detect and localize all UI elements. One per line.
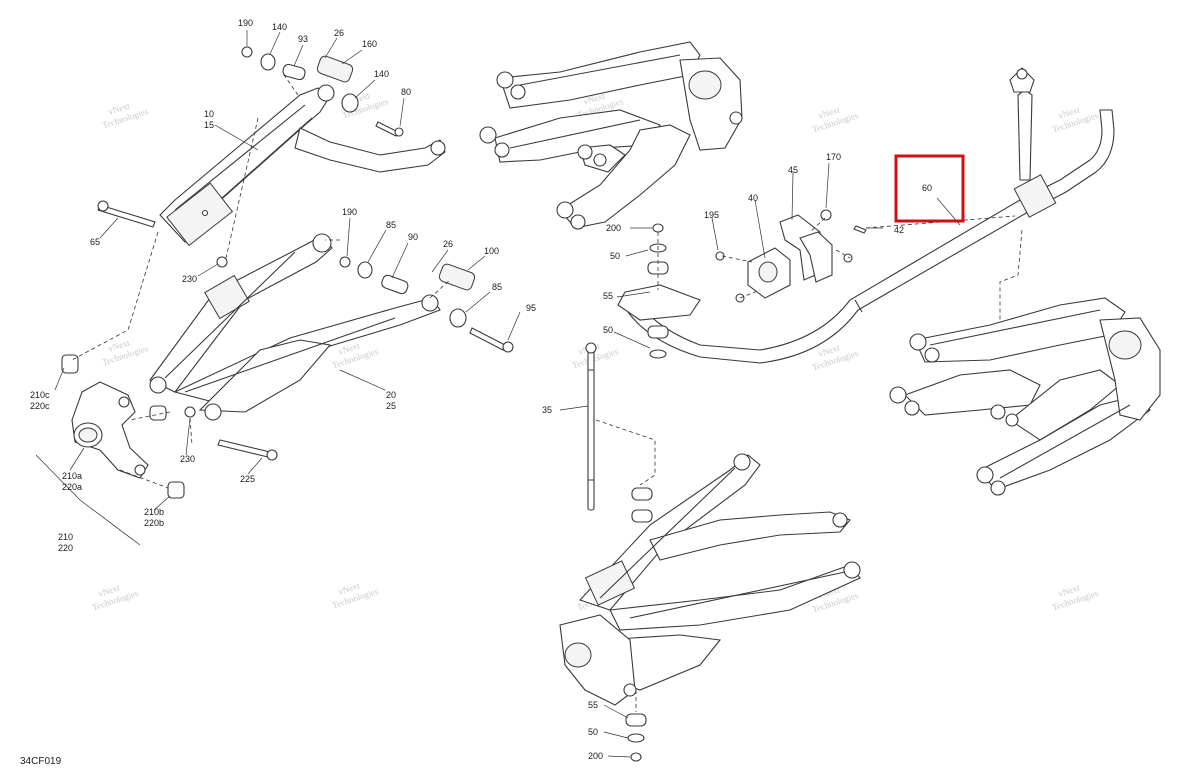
- bushing-210c[interactable]: [61, 354, 79, 374]
- callout-140: 140: [272, 22, 287, 32]
- bushing-210b[interactable]: [167, 481, 185, 499]
- lower-assembly-bottom-center[interactable]: [559, 453, 861, 706]
- callout-170: 170: [826, 152, 841, 162]
- nut-230a[interactable]: [216, 256, 228, 268]
- callout-190: 190: [342, 207, 357, 217]
- callout-100: 100: [484, 246, 499, 256]
- callout-42: 42: [894, 225, 904, 235]
- callout-200: 200: [588, 751, 603, 761]
- callout-220c: 220c: [30, 401, 50, 411]
- callout-210b: 210b: [144, 507, 164, 517]
- callout-230: 230: [182, 274, 197, 284]
- lower-a-arm-left[interactable]: [149, 233, 441, 421]
- callout-225: 225: [240, 474, 255, 484]
- callout-80: 80: [401, 87, 411, 97]
- bolt-170[interactable]: [820, 209, 832, 221]
- callout-93: 93: [298, 34, 308, 44]
- leader-lines: [35, 30, 1023, 758]
- callout-15: 15: [204, 120, 214, 130]
- washer-50-mid[interactable]: [649, 349, 667, 359]
- callout-85: 85: [386, 220, 396, 230]
- washer-50-bottom[interactable]: [627, 733, 645, 743]
- callout-35: 35: [542, 405, 552, 415]
- callout-220a: 220a: [62, 482, 82, 492]
- callout-26: 26: [443, 239, 453, 249]
- nut-200-top[interactable]: [652, 223, 664, 233]
- bushing-lower-a[interactable]: [631, 487, 653, 501]
- right-assembly[interactable]: [889, 297, 1161, 496]
- callout-20: 20: [386, 390, 396, 400]
- callout-25: 25: [386, 401, 396, 411]
- callout-220b: 220b: [144, 518, 164, 528]
- diagram-code: 34CF019: [20, 756, 62, 767]
- callout-55: 55: [588, 700, 598, 710]
- bushing-lower-b[interactable]: [631, 509, 653, 523]
- highlight-box[interactable]: [894, 154, 965, 223]
- callout-10: 10: [204, 109, 214, 119]
- knuckle-left[interactable]: [71, 381, 149, 479]
- callouts: 190 140 93 26 160 140 80 10 15 65 230 19…: [30, 18, 932, 761]
- pin-42[interactable]: [853, 225, 867, 234]
- callout-210: 210: [58, 532, 73, 542]
- callout-95: 95: [526, 303, 536, 313]
- callout-85: 85: [492, 282, 502, 292]
- sway-bar-60[interactable]: [627, 67, 1115, 364]
- bolt-225[interactable]: [217, 439, 278, 461]
- callout-210a: 210a: [62, 471, 82, 481]
- bushing-inner[interactable]: [149, 405, 167, 421]
- callout-65: 65: [90, 237, 100, 247]
- nut-230b[interactable]: [184, 406, 196, 418]
- bushing-hardware-upper[interactable]: [241, 46, 404, 137]
- bolt-65[interactable]: [97, 200, 156, 228]
- bushing-hardware-lower[interactable]: [339, 256, 514, 353]
- callout-26: 26: [334, 28, 344, 38]
- callout-190: 190: [238, 18, 253, 28]
- nut-200-bottom[interactable]: [630, 752, 642, 762]
- callout-195: 195: [704, 210, 719, 220]
- callout-230: 230: [180, 454, 195, 464]
- callout-210c: 210c: [30, 390, 50, 400]
- callout-55: 55: [603, 291, 613, 301]
- callout-40: 40: [748, 193, 758, 203]
- callout-50: 50: [603, 325, 613, 335]
- callout-50: 50: [610, 251, 620, 261]
- clamp-45[interactable]: [779, 214, 833, 283]
- bushing-55[interactable]: [647, 325, 669, 339]
- sway-bar-bushing-40[interactable]: [747, 247, 791, 299]
- callout-160: 160: [362, 39, 377, 49]
- callout-220: 220: [58, 543, 73, 553]
- upper-a-arm-left[interactable]: [159, 84, 446, 247]
- callout-140: 140: [374, 69, 389, 79]
- bushing-55-bottom[interactable]: [625, 713, 647, 727]
- callout-90: 90: [408, 232, 418, 242]
- callout-50: 50: [588, 727, 598, 737]
- nut-195c[interactable]: [843, 253, 853, 263]
- link-rod-35[interactable]: [585, 342, 597, 511]
- callout-200: 200: [606, 223, 621, 233]
- upper-assembly-top-center[interactable]: [479, 41, 743, 230]
- callout-45: 45: [788, 165, 798, 175]
- highlight-label-60: 60: [922, 183, 932, 193]
